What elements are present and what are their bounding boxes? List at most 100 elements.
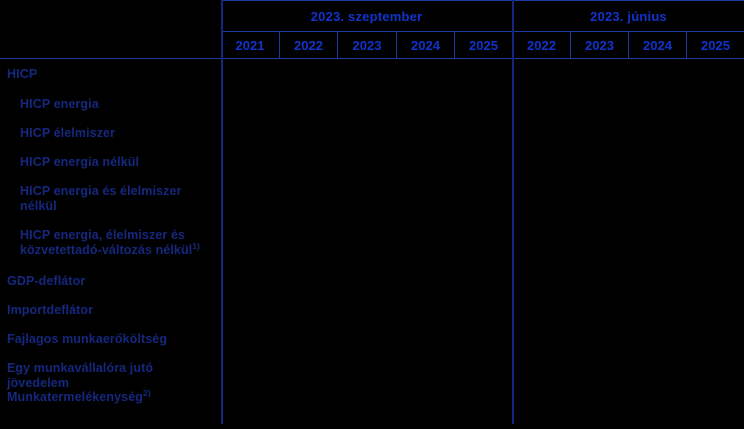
row-label-hicp-energia: HICP energia	[20, 97, 217, 112]
data-cell	[629, 67, 686, 82]
data-cell	[280, 155, 337, 170]
data-cell	[571, 228, 628, 243]
data-cell	[455, 97, 512, 112]
data-cell	[280, 184, 337, 199]
data-cell	[221, 332, 279, 347]
row-label-text: Fajlagos munkaerőköltség	[7, 332, 168, 346]
data-cell	[687, 303, 744, 318]
data-cell	[397, 184, 454, 199]
header-year-g2-2024: 2024	[643, 38, 672, 53]
data-cell	[338, 184, 396, 199]
data-cell	[455, 228, 512, 243]
data-cell	[397, 274, 454, 289]
data-cell	[221, 361, 279, 376]
data-cell	[455, 361, 512, 376]
data-cell	[221, 274, 279, 289]
data-cell	[571, 361, 628, 376]
row-label-text: HICP energia, élelmiszer és közvetettadó…	[20, 228, 193, 257]
data-cell	[338, 303, 396, 318]
data-cell	[221, 67, 279, 82]
data-cell	[629, 155, 686, 170]
row-label-text: HICP	[7, 67, 38, 81]
data-cell	[338, 274, 396, 289]
group-divider	[512, 0, 514, 424]
data-cell	[687, 155, 744, 170]
row-label-text: Egy munkavállalóra jutó jövedelem	[7, 361, 154, 390]
data-cell	[687, 274, 744, 289]
data-cell	[280, 303, 337, 318]
row-label-text: GDP-deflátor	[7, 274, 86, 288]
data-cell	[221, 126, 279, 141]
data-cell	[280, 332, 337, 347]
row-label-text: HICP energia nélkül	[20, 155, 140, 169]
row-label-fajlagos-munkaerokoltseg: Fajlagos munkaerőköltség	[7, 332, 217, 347]
data-cell	[338, 67, 396, 82]
data-cell	[571, 97, 628, 112]
data-cell	[338, 97, 396, 112]
data-cell	[513, 228, 570, 243]
data-cell	[455, 390, 512, 405]
header-group-2023-szeptember: 2023. szeptember	[310, 9, 423, 24]
data-cell	[338, 155, 396, 170]
data-cell	[397, 332, 454, 347]
footnote-marker-2: 2)	[143, 387, 151, 398]
header-year-g2-2023: 2023	[585, 38, 614, 53]
header-year-g1-2022: 2022	[294, 38, 323, 53]
row-label-text: HICP élelmiszer	[20, 126, 116, 140]
data-cell	[687, 390, 744, 405]
data-cell	[687, 184, 744, 199]
table-top-rule	[221, 0, 744, 1]
year-divider	[337, 31, 338, 59]
data-cell	[455, 332, 512, 347]
data-cell	[221, 228, 279, 243]
data-cell	[397, 155, 454, 170]
year-divider	[396, 31, 397, 59]
header-group-rule	[221, 31, 744, 32]
header-year-g1-2021: 2021	[235, 38, 265, 53]
data-cell	[629, 390, 686, 405]
header-year-g2-2025: 2025	[701, 38, 730, 53]
row-label-text: HICP energia és élelmiszer nélkül	[20, 184, 182, 213]
header-year-g1-2024: 2024	[411, 38, 440, 53]
row-label-hicp-energia-nelkul: HICP energia nélkül	[20, 155, 217, 170]
footnote-marker-1: 1)	[192, 240, 201, 251]
data-cell	[280, 361, 337, 376]
data-cell	[571, 155, 628, 170]
data-cell	[397, 390, 454, 405]
row-label-importdeflator: Importdeflátor	[7, 303, 217, 318]
data-cell	[687, 332, 744, 347]
row-label-munkatermelekenyseg: Munkatermelékenység2)	[7, 387, 217, 405]
data-cell	[455, 303, 512, 318]
header-year-g1-2023: 2023	[352, 38, 382, 53]
data-cell	[338, 390, 396, 405]
data-cell	[629, 361, 686, 376]
data-cell	[455, 274, 512, 289]
data-cell	[513, 155, 570, 170]
data-cell	[687, 126, 744, 141]
data-cell	[397, 361, 454, 376]
row-label-egy-munkavallalora-juto-jovedelem: Egy munkavállalóra jutó jövedelem	[7, 361, 217, 391]
data-cell	[687, 228, 744, 243]
year-divider	[628, 31, 629, 59]
data-cell	[513, 390, 570, 405]
data-cell	[629, 184, 686, 199]
data-cell	[571, 126, 628, 141]
data-cell	[571, 303, 628, 318]
data-cell	[629, 332, 686, 347]
data-cell	[513, 67, 570, 82]
row-label-text: Munkatermelékenység	[7, 390, 143, 404]
data-cell	[513, 97, 570, 112]
row-label-hicp: HICP	[7, 67, 217, 82]
data-cell	[338, 361, 396, 376]
data-cell	[571, 184, 628, 199]
data-cell	[513, 303, 570, 318]
label-column-divider	[221, 0, 223, 424]
row-label-text: Importdeflátor	[7, 303, 94, 317]
header-group-2023-junius: 2023. június	[590, 9, 667, 24]
data-cell	[513, 332, 570, 347]
data-cell	[455, 184, 512, 199]
data-cell	[221, 303, 279, 318]
data-cell	[455, 67, 512, 82]
data-cell	[397, 67, 454, 82]
